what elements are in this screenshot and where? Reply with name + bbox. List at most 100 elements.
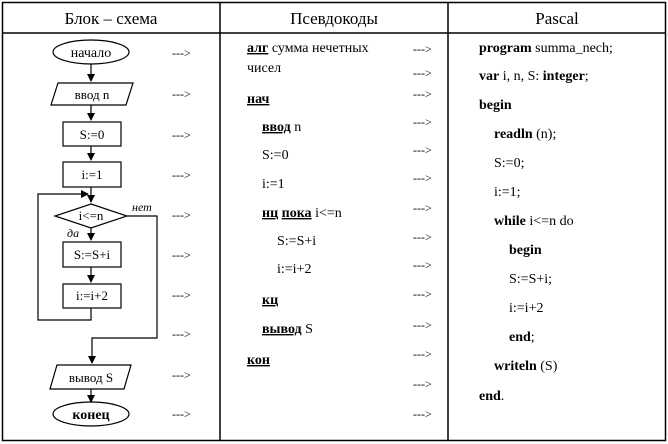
loop-keyword-nc: нц <box>262 206 278 221</box>
arrow-marker: ---> <box>413 318 432 332</box>
assign-s-block <box>62 121 122 147</box>
arrow-marker: ---> <box>413 171 432 185</box>
loop-keyword-while: пока <box>282 206 312 221</box>
var-semicolon: ; <box>585 69 589 84</box>
branch-yes-label: да <box>67 226 79 240</box>
pascal-var-line: var i, n, S: integer; <box>479 69 589 84</box>
condition-label: i<=n <box>79 208 104 223</box>
arrow-marker: ---> <box>172 168 191 182</box>
arrow-marker: ---> <box>413 143 432 157</box>
arrow-marker: ---> <box>413 377 432 391</box>
pascal-listing: program summa_nech; var i, n, S: integer… <box>479 41 613 404</box>
program-name: summa_nech; <box>535 41 613 56</box>
pascal-while-line: while i<=n do <box>494 214 574 229</box>
arrow-marker: ---> <box>413 230 432 244</box>
arrow-marker: ---> <box>413 287 432 301</box>
pascal-sum-step: S:=S+i; <box>509 272 552 287</box>
inner-end-semicolon: ; <box>531 330 535 345</box>
pascal-column-header: Pascal <box>535 9 579 28</box>
readln-keyword: readln <box>494 127 533 142</box>
output-var: S <box>305 322 313 337</box>
pseudo-input-line: ввод n <box>262 120 301 135</box>
pseudo-loop-body-2: i:=i+2 <box>277 262 311 277</box>
arrow-marker: ---> <box>413 87 432 101</box>
sum-step-label: S:=S+i <box>74 247 111 262</box>
alg-keyword: алг <box>247 41 268 56</box>
loop-back-line <box>37 190 92 321</box>
output-label: вывод S <box>69 370 113 385</box>
pseudo-begin: нач <box>247 92 270 107</box>
arrow-marker: ---> <box>413 258 432 272</box>
loop-condition: i<=n <box>315 206 342 221</box>
program-keyword: program <box>479 41 532 56</box>
writeln-keyword: writeln <box>494 359 537 374</box>
pseudo-assign-i: i:=1 <box>262 177 285 192</box>
pascal-assign-s: S:=0; <box>494 156 524 171</box>
writeln-args: (S) <box>540 359 557 374</box>
arrow-marker: ---> <box>172 87 191 101</box>
while-condition: i<=n do <box>529 214 573 229</box>
pseudocode-listing: алг сумма нечетных чисел нач ввод n S:=0… <box>247 41 369 368</box>
flowchart-column-header: Блок – схема <box>65 9 158 28</box>
start-label: начало <box>71 46 112 61</box>
arrow-marker: ---> <box>172 288 191 302</box>
pseudo-alg-line: алг сумма нечетных <box>247 41 369 56</box>
inc-step-label: i:=i+2 <box>76 288 108 303</box>
input-label: ввод n <box>75 87 110 102</box>
inc-step-block <box>62 283 122 309</box>
var-keyword: var <box>479 69 499 84</box>
arrow-marker: ---> <box>413 115 432 129</box>
arrow-marker: ---> <box>172 327 191 341</box>
arrow-marker: ---> <box>413 347 432 361</box>
end-terminal <box>52 401 130 427</box>
end-label: конец <box>72 408 109 423</box>
arrow-marker: ---> <box>413 42 432 56</box>
var-list: i, n, S: <box>503 69 540 84</box>
sum-step-block <box>62 241 122 268</box>
arrow-marker: ---> <box>172 128 191 142</box>
pascal-program-line: program summa_nech; <box>479 41 613 56</box>
output-keyword: вывод <box>262 322 302 337</box>
arrow-marker: ---> <box>413 201 432 215</box>
pseudo-alg-name-cont: чисел <box>247 61 281 76</box>
pseudo-loop-end: кц <box>262 293 278 308</box>
arrow-marker: ---> <box>172 208 191 222</box>
pascal-assign-i: i:=1; <box>494 185 521 200</box>
arrow-marker: ---> <box>172 407 191 421</box>
inner-end-keyword: end <box>509 330 531 345</box>
assign-i-block <box>62 161 122 188</box>
arrow-markers-right: ---> ---> ---> ---> ---> ---> ---> ---> … <box>413 42 432 421</box>
pascal-readln-line: readln (n); <box>494 127 556 142</box>
arrow-markers-left: ---> ---> ---> ---> ---> ---> ---> ---> … <box>172 46 191 421</box>
pascal-writeln-line: writeln (S) <box>494 359 558 374</box>
arrow-marker: ---> <box>172 46 191 60</box>
pseudo-output-line: вывод S <box>262 322 313 337</box>
readln-args: (n); <box>536 127 556 142</box>
alg-name: сумма нечетных <box>272 41 369 56</box>
pascal-inner-begin: begin <box>509 243 542 258</box>
input-var: n <box>294 120 301 135</box>
input-block <box>50 82 134 106</box>
pascal-end-line: end. <box>479 389 504 404</box>
arrow-marker: ---> <box>413 66 432 80</box>
flowchart <box>37 39 158 427</box>
pseudocode-column-header: Псевдокоды <box>290 9 378 28</box>
branch-no-label: нет <box>132 200 152 214</box>
pseudo-loop-body-1: S:=S+i <box>277 234 316 249</box>
type-keyword: integer <box>543 69 585 84</box>
final-end-keyword: end <box>479 389 501 404</box>
pseudo-loop-line: нц пока i<=n <box>262 206 342 221</box>
assign-i-label: i:=1 <box>81 167 102 182</box>
arrow-marker: ---> <box>172 248 191 262</box>
arrow-marker: ---> <box>172 368 191 382</box>
final-period: . <box>501 389 505 404</box>
output-block <box>49 364 132 390</box>
pseudo-assign-s: S:=0 <box>262 148 289 163</box>
pseudo-end: кон <box>247 353 270 368</box>
pascal-begin: begin <box>479 98 512 113</box>
while-keyword: while <box>494 214 526 229</box>
pascal-inc-step: i:=i+2 <box>509 301 543 316</box>
